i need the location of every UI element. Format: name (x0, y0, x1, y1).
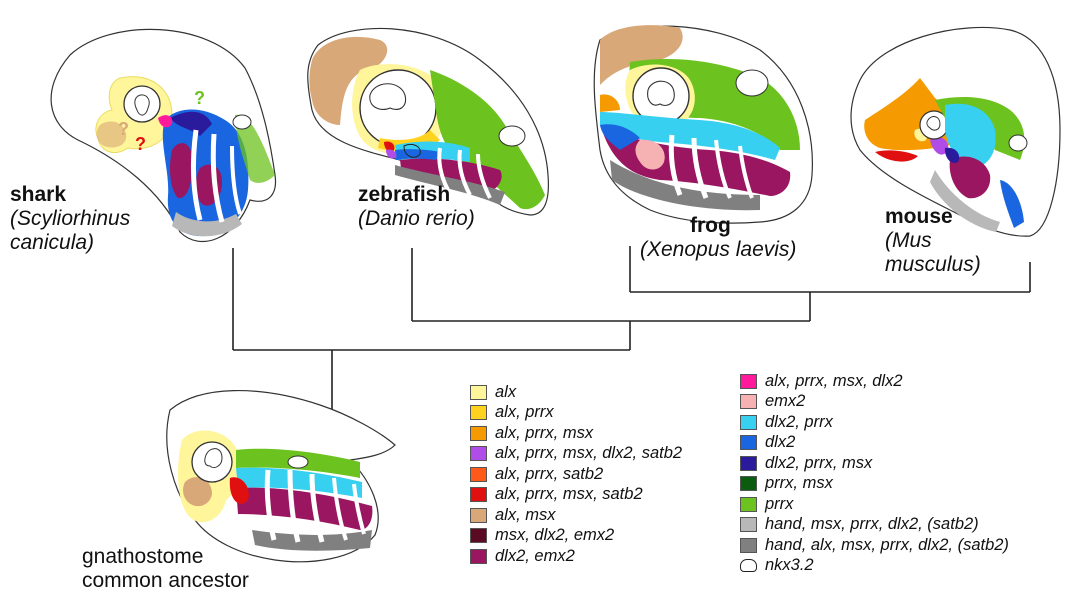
legend-label: alx (495, 383, 516, 402)
legend-swatch (740, 435, 757, 450)
legend-item: alx, msx (470, 505, 682, 526)
legend-label: prrx (765, 495, 793, 514)
legend-item: alx, prrx, msx, satb2 (470, 485, 682, 506)
shark-question-mark-3: ? (135, 134, 146, 154)
legend-item: dlx2 (740, 433, 1009, 454)
legend-item: dlx2, emx2 (470, 546, 682, 567)
frog-label: frog (Xenopus laevis) (690, 214, 796, 262)
legend-swatch (470, 385, 487, 400)
legend-item: prrx, msx (740, 474, 1009, 495)
ancestor-embryo (167, 391, 395, 562)
shark-question-mark-1: ? (194, 88, 205, 108)
legend-item: alx, prrx, satb2 (470, 464, 682, 485)
cartilage-outline-icon (740, 559, 757, 572)
zebrafish-otic-vesicle (499, 126, 525, 146)
legend-swatch (470, 467, 487, 482)
zebrafish-lens (370, 84, 406, 110)
legend-label: dlx2, prrx, msx (765, 454, 872, 473)
legend-item: alx, prrx (470, 403, 682, 424)
frog-latin-name: (Xenopus laevis) (640, 238, 796, 262)
ancestor-label-line2: common ancestor (82, 569, 249, 593)
shark-latin-name-line2: canicula) (10, 231, 130, 255)
frog-otic-vesicle (736, 70, 768, 96)
legend-item: emx2 (740, 392, 1009, 413)
legend-label: dlx2, prrx (765, 413, 833, 432)
legend-label: hand, alx, msx, prrx, dlx2, (satb2) (765, 536, 1009, 555)
legend-swatch (470, 549, 487, 564)
legend-swatch (740, 415, 757, 430)
zebrafish-latin-name: (Danio rerio) (358, 207, 475, 231)
legend-item: msx, dlx2, emx2 (470, 526, 682, 547)
legend-swatch (740, 456, 757, 471)
legend-swatch (470, 528, 487, 543)
legend-swatch (470, 405, 487, 420)
mouse-latin-name-line2: musculus) (885, 253, 981, 277)
ancestor-label: gnathostome common ancestor (82, 545, 249, 593)
legend-label: emx2 (765, 392, 805, 411)
legend-item: dlx2, prrx, msx (740, 453, 1009, 474)
shark-otic-vesicle (233, 115, 251, 129)
legend-swatch (740, 394, 757, 409)
frog-common-name: frog (690, 214, 796, 238)
legend-label: alx, prrx, msx, satb2 (495, 485, 643, 504)
legend-label: hand, msx, prrx, dlx2, (satb2) (765, 515, 979, 534)
legend-item: alx (470, 382, 682, 403)
zebrafish-label: zebrafish (Danio rerio) (358, 183, 475, 231)
legend-label: msx, dlx2, emx2 (495, 526, 614, 545)
mouse-common-name: mouse (885, 205, 981, 229)
shark-question-mark-2: ? (118, 119, 129, 139)
legend-label: alx, prrx, msx, dlx2 (765, 372, 903, 391)
legend-swatch (470, 487, 487, 502)
shark-latin-name-line1: (Scyliorhinus (10, 207, 130, 231)
legend-swatch (470, 508, 487, 523)
legend-item-outline: nkx3.2 (740, 556, 1009, 577)
ancestor-otic-vesicle (288, 456, 308, 468)
legend-label: alx, prrx, satb2 (495, 465, 603, 484)
frog-embryo (594, 25, 812, 223)
legend-item: prrx (740, 494, 1009, 515)
shark-label: shark (Scyliorhinus canicula) (10, 183, 130, 255)
zebrafish-common-name: zebrafish (358, 183, 475, 207)
legend-item: alx, prrx, msx (470, 423, 682, 444)
ancestor-label-line1: gnathostome (82, 545, 249, 569)
legend-label: prrx, msx (765, 474, 833, 493)
legend-label: dlx2, emx2 (495, 547, 575, 566)
legend-label: dlx2 (765, 433, 795, 452)
legend-label: alx, prrx (495, 403, 554, 422)
legend-swatch (470, 446, 487, 461)
mouse-latin-name-line1: (Mus (885, 229, 981, 253)
legend-label: alx, msx (495, 506, 556, 525)
mouse-otic-vesicle (1009, 135, 1027, 151)
legend-swatch (740, 517, 757, 532)
legend-item: alx, prrx, msx, dlx2 (740, 371, 1009, 392)
legend-item: dlx2, prrx (740, 412, 1009, 433)
legend-swatch (740, 374, 757, 389)
legend-swatch (740, 476, 757, 491)
mouse-label: mouse (Mus musculus) (885, 205, 981, 277)
legend-label: alx, prrx, msx (495, 424, 593, 443)
shark-common-name: shark (10, 183, 130, 207)
tree-node-tetrapods (630, 292, 1030, 321)
legend-swatch (470, 426, 487, 441)
tree-node-osteichthyes (412, 321, 810, 350)
legend-swatch (740, 538, 757, 553)
legend-item: alx, prrx, msx, dlx2, satb2 (470, 444, 682, 465)
legend-label: nkx3.2 (765, 556, 814, 575)
frog-lens (648, 81, 675, 105)
legend-label: alx, prrx, msx, dlx2, satb2 (495, 444, 682, 463)
legend-swatch (740, 497, 757, 512)
legend-item: hand, msx, prrx, dlx2, (satb2) (740, 515, 1009, 536)
legend-item: hand, alx, msx, prrx, dlx2, (satb2) (740, 535, 1009, 556)
